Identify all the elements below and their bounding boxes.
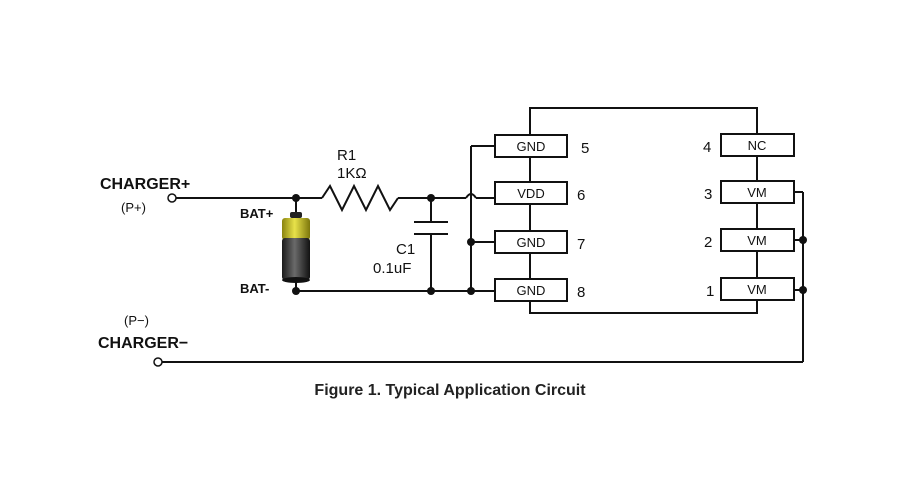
pin-box-gnd5 xyxy=(494,134,568,158)
junction-dot xyxy=(427,287,435,295)
pin-box-vm1 xyxy=(720,277,795,301)
pin-number-5: 5 xyxy=(581,140,589,157)
junction-dot xyxy=(467,287,475,295)
pin-number-8: 8 xyxy=(577,284,585,301)
pin-box-gnd7 xyxy=(494,230,568,254)
charger-plus-sublabel: (P+) xyxy=(121,200,146,215)
terminal-charger-plus xyxy=(167,193,177,203)
figure-caption: Figure 1. Typical Application Circuit xyxy=(314,382,586,399)
pin-box-vm3 xyxy=(720,180,795,204)
pin-box-gnd8 xyxy=(494,278,568,302)
pin-number-4: 4 xyxy=(703,139,711,156)
pin-box-nc4 xyxy=(720,133,795,157)
pin-box-vdd6 xyxy=(494,181,568,205)
resistor-r1 xyxy=(321,183,399,213)
junction-dot xyxy=(292,194,300,202)
terminal-charger-minus xyxy=(153,357,163,367)
charger-plus-label: CHARGER+ xyxy=(100,176,190,193)
junction-dot xyxy=(467,238,475,246)
pin-label-vm2: VM xyxy=(747,233,767,248)
bat-plus-label: BAT+ xyxy=(240,206,274,221)
pin-label-gnd5: GND xyxy=(517,139,546,154)
junction-dot xyxy=(292,287,300,295)
junction-dot xyxy=(427,194,435,202)
ic-pins-right xyxy=(720,133,795,301)
r1-name: R1 xyxy=(337,147,356,164)
pin-box-vm2 xyxy=(720,228,795,252)
c1-name: C1 xyxy=(396,241,415,258)
pin-number-2: 2 xyxy=(704,234,712,251)
ic-pins-left xyxy=(494,134,568,302)
pin-label-vm3: VM xyxy=(747,185,767,200)
bat-minus-label: BAT- xyxy=(240,281,269,296)
junction-dot xyxy=(799,236,807,244)
r1-value: 1KΩ xyxy=(337,165,367,182)
pin-number-1: 1 xyxy=(706,283,714,300)
pin-label-gnd7: GND xyxy=(517,235,546,250)
c1-value: 0.1uF xyxy=(373,260,411,277)
pin-label-vdd6: VDD xyxy=(517,186,544,201)
wires xyxy=(162,107,804,363)
pin-label-gnd8: GND xyxy=(517,283,546,298)
pin-label-nc4: NC xyxy=(748,138,767,153)
battery-cell xyxy=(282,212,310,283)
junction-dot xyxy=(799,286,807,294)
pin-number-3: 3 xyxy=(704,186,712,203)
charger-minus-label: CHARGER− xyxy=(98,335,188,352)
pin-number-6: 6 xyxy=(577,187,585,204)
junctions xyxy=(292,194,807,295)
pin-number-7: 7 xyxy=(577,236,585,253)
pin-label-vm1: VM xyxy=(747,282,767,297)
ic-body xyxy=(529,107,758,314)
charger-minus-sublabel: (P−) xyxy=(124,313,149,328)
